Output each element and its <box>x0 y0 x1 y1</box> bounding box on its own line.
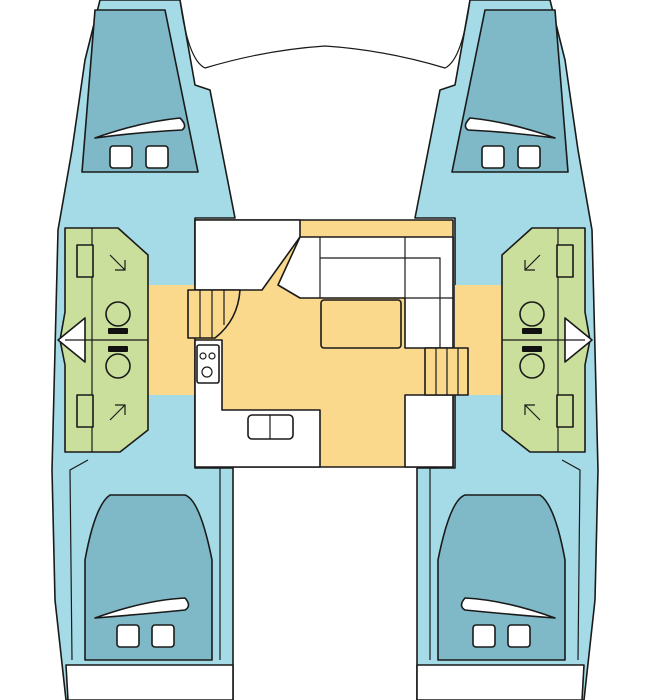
pillow-icon <box>507 624 531 648</box>
pillow-icon <box>472 624 496 648</box>
pillow-icon <box>151 624 175 648</box>
forward-bridge-edge <box>179 0 471 69</box>
shower-icon <box>556 394 574 428</box>
saloon-table <box>320 299 402 349</box>
saloon-forward-locker <box>194 219 301 291</box>
pillow-icon <box>145 145 169 169</box>
cabin-aft-port <box>84 494 213 661</box>
berth-aft-port <box>84 494 213 661</box>
drain-icon <box>109 254 126 271</box>
hatch-icon <box>94 597 190 619</box>
toilet-icon <box>519 301 545 327</box>
stairs-icon <box>424 347 469 396</box>
shower-icon <box>76 244 94 278</box>
chart-table <box>404 394 454 468</box>
drain-icon <box>524 404 541 421</box>
pillow-icon <box>517 145 541 169</box>
cabin-fwd-starboard <box>451 9 569 173</box>
pillow-icon <box>481 145 505 169</box>
saloon <box>148 219 503 468</box>
shower-icon <box>556 244 574 278</box>
head-starboard <box>501 227 593 453</box>
toilet-icon <box>519 353 545 379</box>
hatch-icon <box>460 597 556 619</box>
hatch-icon <box>94 117 186 139</box>
head-port <box>57 227 149 453</box>
port-transom <box>65 664 234 700</box>
port-hull-inner-line <box>69 459 89 661</box>
port-aft-step <box>212 467 221 660</box>
pillow-icon <box>109 145 133 169</box>
pillow-icon <box>116 624 140 648</box>
cabin-fwd-port <box>81 9 199 173</box>
stairs-icon <box>187 289 241 339</box>
drain-icon <box>524 254 541 271</box>
cabin-aft-starboard <box>437 494 566 661</box>
starboard-transom <box>416 664 585 700</box>
hatch-icon <box>464 117 556 139</box>
toilet-icon <box>105 301 131 327</box>
toilet-icon <box>105 353 131 379</box>
berth-aft-starboard <box>437 494 566 661</box>
starboard-hull-inner-line <box>561 459 581 661</box>
saloon-settee <box>277 236 454 349</box>
starboard-aft-step <box>429 467 438 660</box>
drain-icon <box>109 404 126 421</box>
shower-icon <box>76 394 94 428</box>
